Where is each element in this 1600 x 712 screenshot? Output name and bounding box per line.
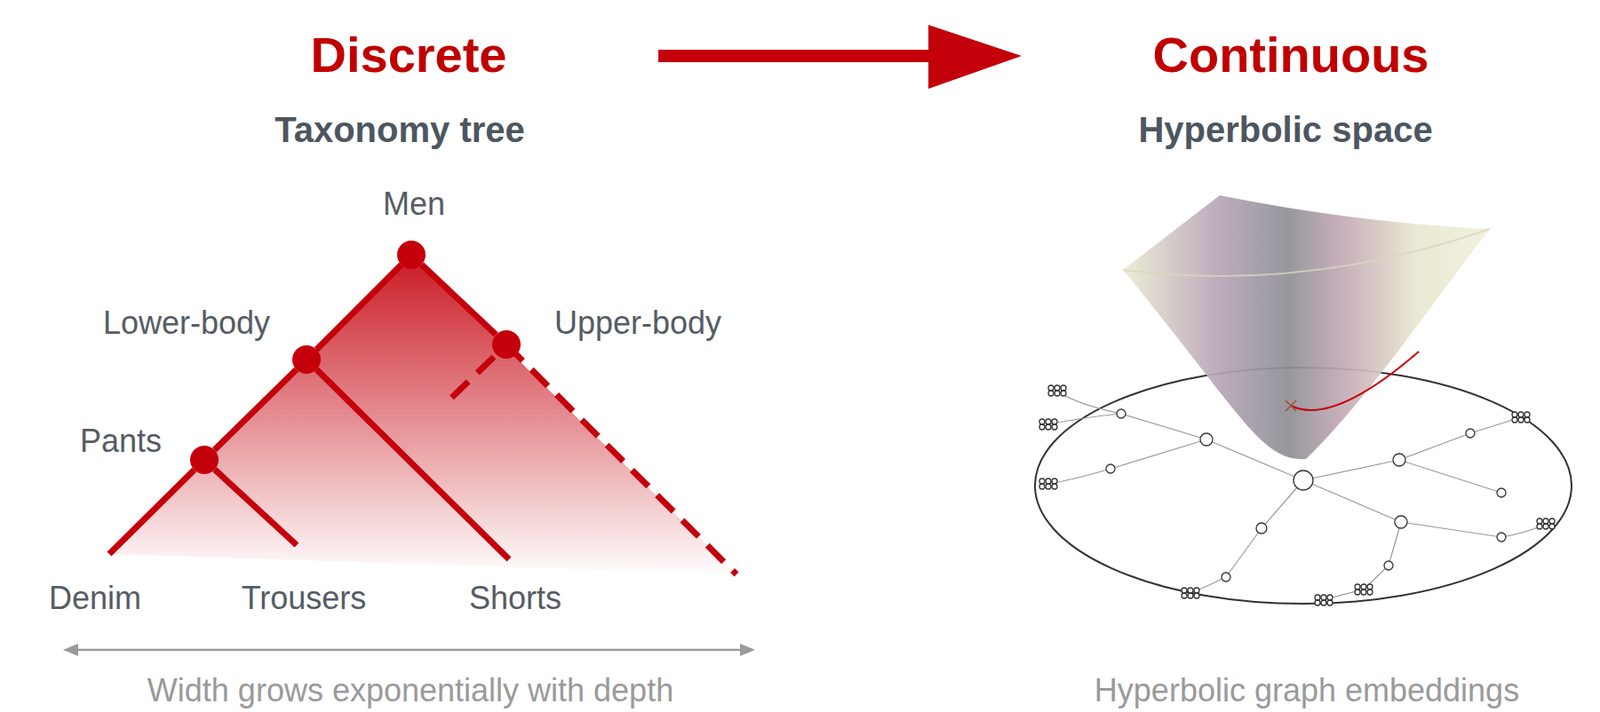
tree-node: Upper-body [492, 330, 521, 359]
node-label: Denim [48, 581, 142, 617]
panel-title: Continuous [1152, 27, 1429, 83]
node-label: Lower-body [103, 305, 271, 342]
tree-branch [214, 469, 297, 546]
tree-branch [109, 469, 195, 555]
tree-node: Pants [190, 445, 219, 475]
hyperboloid [1122, 195, 1490, 460]
caption: Width grows exponentially with depth [147, 673, 674, 709]
caption: Hyperbolic graph embeddings [1094, 673, 1520, 709]
tree-node: Men [397, 240, 426, 270]
panel-subtitle: Taxonomy tree [274, 110, 526, 150]
node-label: Upper-body [554, 305, 722, 342]
tree-branch [421, 264, 497, 335]
tree-branch [316, 369, 510, 560]
node-label: Shorts [469, 581, 562, 617]
node-label: Trousers [241, 581, 367, 617]
tree-branch [316, 264, 401, 350]
panel-title: Discrete [310, 27, 507, 83]
width-arrow [63, 644, 756, 657]
node-label: Pants [79, 423, 162, 460]
tree-branch [214, 369, 296, 451]
panel-subtitle: Hyperbolic space [1138, 110, 1433, 150]
tree-node: Lower-body [292, 345, 321, 375]
node-label: Men [382, 186, 446, 223]
tree-fill [109, 254, 737, 575]
direction-arrow [658, 24, 1022, 89]
